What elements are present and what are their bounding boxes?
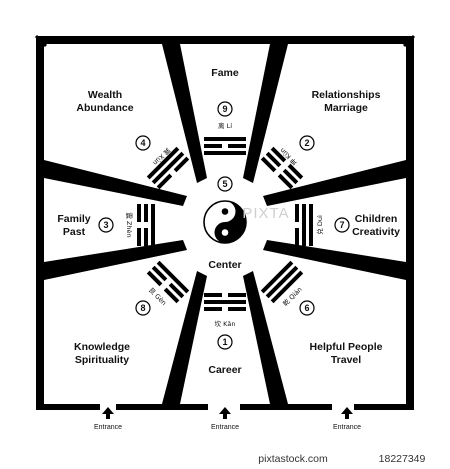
- entrance-label-right: Entrance: [333, 424, 361, 431]
- label-wealth: Wealth: [88, 89, 122, 101]
- label-spirituality: Spirituality: [75, 354, 129, 366]
- footer-site: pixtastock.com: [258, 453, 328, 465]
- label-past: Past: [63, 226, 86, 238]
- label-abundance: Abundance: [76, 102, 133, 114]
- label-relationships: Relationships: [312, 89, 381, 101]
- number-helpful: 6: [304, 303, 309, 313]
- label-travel: Travel: [331, 354, 361, 366]
- trigram-relationships: [260, 146, 304, 190]
- label-center: Center: [208, 259, 241, 271]
- label-knowledge: Knowledge: [74, 341, 130, 353]
- trigram-children: [295, 204, 313, 246]
- trigram-label-career: 坎 Kǎn: [215, 319, 236, 328]
- number-knowledge: 8: [140, 303, 145, 313]
- label-children: Children: [355, 213, 398, 225]
- trigram-label-fame: 离 Lí: [218, 121, 232, 130]
- number-relationships: 2: [304, 138, 309, 148]
- trigram-career: [204, 293, 246, 311]
- number-wealth: 4: [140, 138, 145, 148]
- trigram-fame: [204, 137, 246, 155]
- label-marriage: Marriage: [324, 102, 368, 114]
- trigram-family: [137, 204, 155, 246]
- trigram-wealth: [146, 146, 190, 190]
- trigram-label-knowledge: 艮 Gèn: [147, 286, 168, 307]
- number-fame: 9: [222, 104, 227, 114]
- trigram-knowledge: [146, 260, 190, 304]
- entrance-label-left: Entrance: [94, 424, 122, 431]
- footer-id: 18227349: [379, 453, 426, 465]
- number-circles: [98, 101, 350, 350]
- trigram-helpful: [260, 260, 304, 304]
- watermark: PIXTA: [242, 205, 289, 222]
- yin-yang-icon: [203, 200, 247, 244]
- trigram-label-children: 兑 Duì: [315, 215, 324, 235]
- number-family: 3: [103, 220, 108, 230]
- number-center: 5: [222, 179, 227, 189]
- label-career: Career: [208, 364, 241, 376]
- zone-dividers: [44, 44, 406, 404]
- number-career: 1: [222, 337, 227, 347]
- up-arrow-icon: [102, 407, 353, 419]
- label-helpful-people: Helpful People: [310, 341, 383, 353]
- label-fame: Fame: [211, 67, 239, 79]
- label-family: Family: [57, 213, 90, 225]
- room-frame: [34, 34, 416, 410]
- trigram-label-family: 震 Zhèn: [125, 212, 133, 237]
- entrance-label-center: Entrance: [211, 424, 239, 431]
- number-children: 7: [339, 220, 344, 230]
- label-creativity: Creativity: [352, 226, 400, 238]
